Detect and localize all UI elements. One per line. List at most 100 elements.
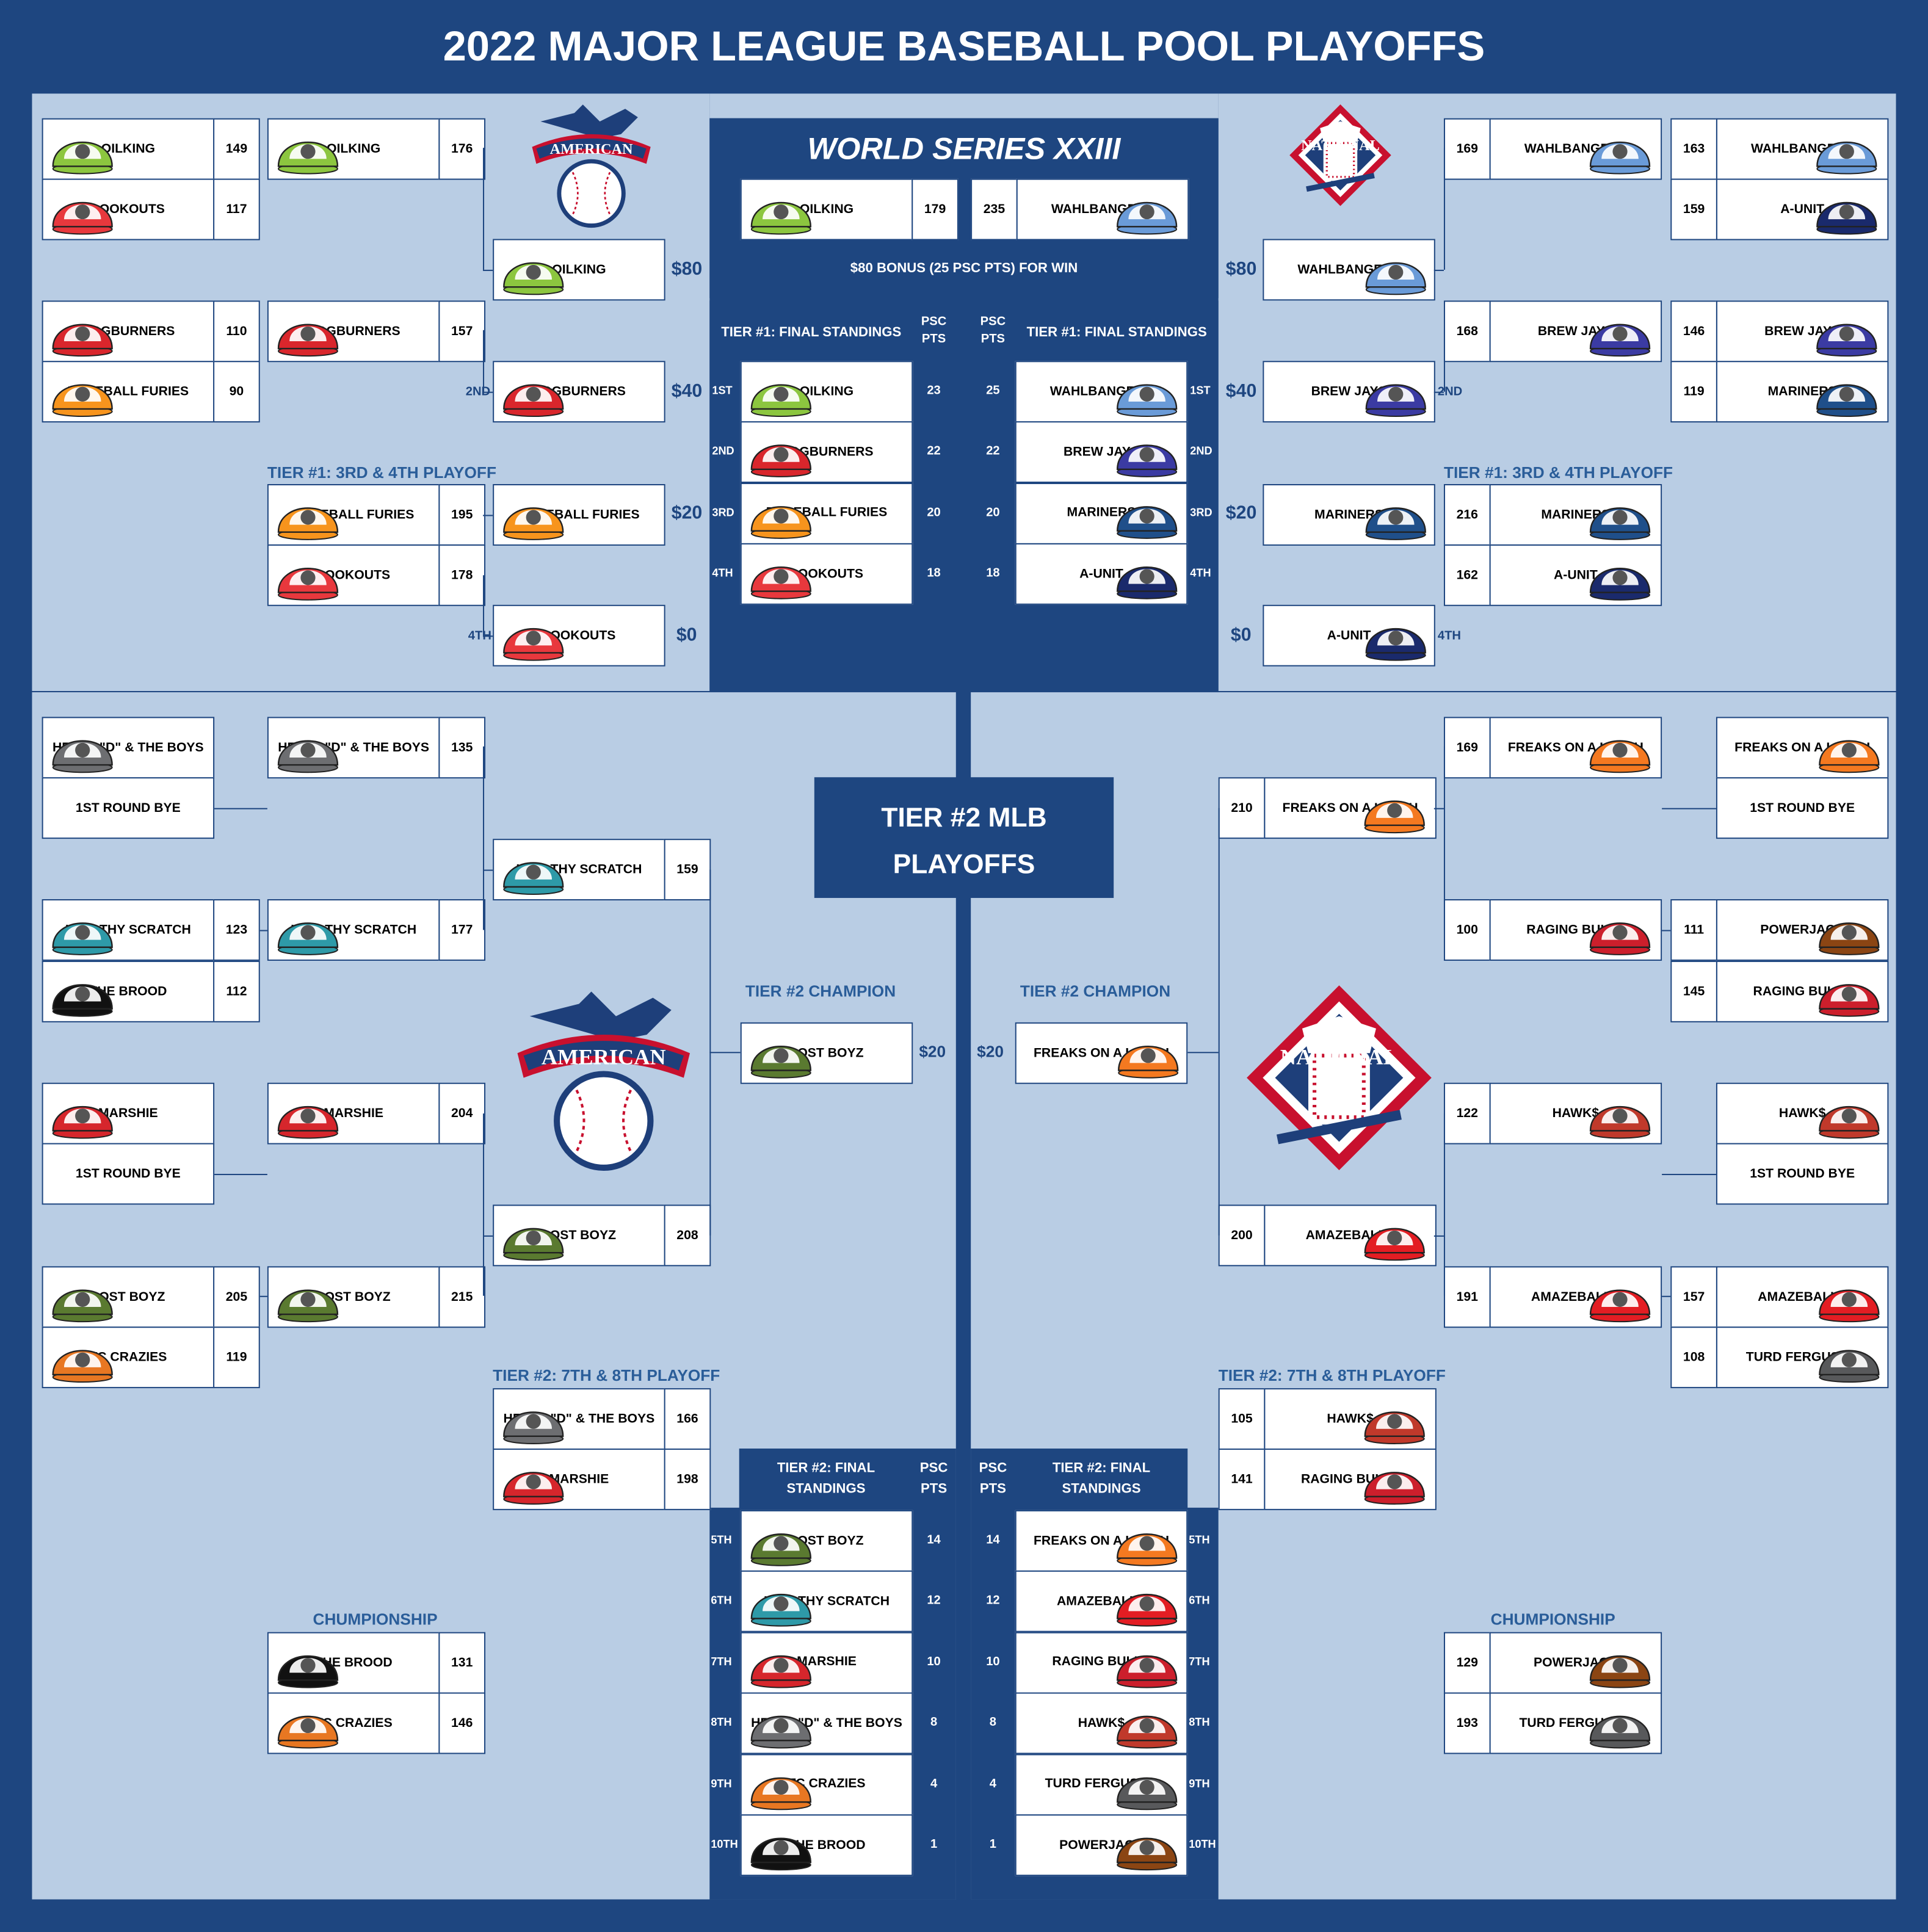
score-cell[interactable]: 177: [438, 899, 486, 961]
score-cell[interactable]: 204: [438, 1082, 486, 1145]
score-cell[interactable]: 145: [1670, 960, 1717, 1022]
score-cell[interactable]: 176: [438, 118, 486, 180]
heavy-d-the-boys-cap-icon: [495, 1392, 571, 1446]
wahlbangers-cap-icon: [1582, 122, 1658, 176]
score-cell[interactable]: 169: [1443, 118, 1491, 180]
score-cell[interactable]: 119: [1670, 361, 1717, 423]
rank-label: 5TH: [1189, 1533, 1210, 1546]
bye-cell[interactable]: 1ST ROUND BYE: [1716, 777, 1889, 839]
mariners-cap-icon: [1582, 488, 1658, 542]
score-cell[interactable]: 166: [664, 1388, 711, 1450]
score-cell[interactable]: 216: [1443, 484, 1491, 546]
psc-header-nl: PSC PTS: [980, 315, 1006, 347]
rank-label: 8TH: [711, 1716, 732, 1729]
score-cell[interactable]: 111: [1670, 899, 1717, 961]
score-cell[interactable]: 215: [438, 1266, 486, 1328]
psc-pts: 14: [927, 1533, 941, 1547]
score-cell[interactable]: 110: [213, 300, 260, 363]
score-cell[interactable]: 157: [438, 300, 486, 363]
score-cell[interactable]: 146: [438, 1692, 486, 1754]
psc-pts: 10: [986, 1655, 1000, 1669]
score-cell[interactable]: 169: [1443, 717, 1491, 779]
score-cell[interactable]: 119: [213, 1326, 260, 1389]
powerjack-cap-icon: [1811, 903, 1887, 957]
score-cell[interactable]: 159: [664, 839, 711, 901]
score-cell[interactable]: 129: [1443, 1632, 1491, 1694]
score-cell[interactable]: 179: [911, 178, 959, 241]
bye-cell[interactable]: 1ST ROUND BYE: [42, 1143, 215, 1205]
score-cell[interactable]: 198: [664, 1449, 711, 1510]
score-cell[interactable]: 122: [1443, 1082, 1491, 1145]
score-cell[interactable]: 200: [1218, 1204, 1266, 1267]
psc-pts: 22: [927, 445, 941, 459]
score-cell[interactable]: 195: [438, 484, 486, 546]
score-cell[interactable]: 159: [1670, 178, 1717, 241]
score-cell[interactable]: 100: [1443, 899, 1491, 961]
hogburners-cap-icon: [495, 364, 571, 419]
rank-label: 4TH: [468, 629, 491, 643]
rank-label: 4TH: [1437, 629, 1462, 643]
score-cell[interactable]: 131: [438, 1632, 486, 1694]
bracket-line: [483, 1235, 493, 1237]
score-cell[interactable]: 105: [1218, 1388, 1266, 1450]
score-cell[interactable]: 157: [1670, 1266, 1717, 1328]
psc-pts: 10: [927, 1655, 941, 1669]
prize-2nd-nl: $40: [1225, 380, 1257, 402]
powerjack-cap-icon: [1109, 1818, 1185, 1872]
score-cell[interactable]: 123: [213, 899, 260, 961]
score-cell[interactable]: 210: [1218, 777, 1266, 839]
prize-3rd-al: $20: [671, 502, 703, 524]
t2-final-header-al: TIER #2: FINAL STANDINGS: [777, 1461, 875, 1497]
score-cell[interactable]: 90: [213, 361, 260, 423]
bracket-line: [483, 1113, 485, 1296]
wahlbangers-cap-icon: [1808, 122, 1885, 176]
al-logo-bottom: AMERICAN: [505, 979, 702, 1176]
score-cell[interactable]: 141: [1218, 1449, 1266, 1510]
score-cell[interactable]: 146: [1670, 300, 1717, 363]
score-cell[interactable]: 112: [213, 960, 260, 1022]
psc-pts: 12: [986, 1594, 1000, 1608]
score-cell[interactable]: 163: [1670, 118, 1717, 180]
bye-cell[interactable]: 1ST ROUND BYE: [42, 777, 215, 839]
prize-3rd-nl: $20: [1225, 502, 1257, 524]
freaks-on-a-leash-cap-icon: [1582, 720, 1658, 775]
freaks-on-a-leash-cap-icon: [1109, 1514, 1185, 1568]
heavy-d-the-boys-cap-icon: [743, 1696, 819, 1751]
t1-final-header-nl: TIER #1: FINAL STANDINGS: [1026, 325, 1207, 340]
t2-prize-nl: $20: [977, 1042, 1004, 1061]
hawk-cap-icon: [1357, 1392, 1433, 1446]
score-cell[interactable]: 117: [213, 178, 260, 241]
score-cell[interactable]: 235: [971, 178, 1018, 241]
rank-label: 9TH: [711, 1776, 732, 1790]
bye-cell[interactable]: 1ST ROUND BYE: [1716, 1143, 1889, 1205]
team-cell-lookouts[interactable]: LOOKOUTS: [267, 544, 440, 606]
score-cell[interactable]: 208: [664, 1204, 711, 1267]
score-cell[interactable]: 162: [1443, 544, 1491, 606]
brew-jays-cap-icon: [1358, 364, 1434, 419]
bracket-line: [214, 1174, 267, 1176]
score-cell[interactable]: 191: [1443, 1266, 1491, 1328]
amazeballs-cap-icon: [1582, 1270, 1658, 1324]
hogburners-cap-icon: [743, 425, 819, 480]
rank-label: 2ND: [712, 445, 734, 458]
raging-bulls-cap-icon: [1811, 964, 1887, 1019]
score-cell[interactable]: 168: [1443, 300, 1491, 363]
psc-pts: 8: [930, 1716, 938, 1730]
score-cell[interactable]: 108: [1670, 1326, 1717, 1389]
score-cell[interactable]: 193: [1443, 1692, 1491, 1754]
bracket-line: [1662, 1174, 1716, 1176]
wahlbangers-cap-icon: [1109, 364, 1185, 419]
oilking-cap-icon: [45, 122, 121, 176]
score-cell[interactable]: 149: [213, 118, 260, 180]
chump-header-al: CHUMPIONSHIP: [313, 1610, 438, 1629]
al-logo-top: AMERICAN: [524, 96, 659, 231]
freaks-on-a-leash-cap-icon: [1357, 781, 1433, 835]
score-cell[interactable]: 178: [438, 544, 486, 606]
chump-header-nl: CHUMPIONSHIP: [1490, 1610, 1615, 1629]
score-cell[interactable]: 205: [213, 1266, 260, 1328]
bracket-line: [214, 808, 267, 809]
score-cell[interactable]: 135: [438, 717, 486, 779]
a-unit-cap-icon: [1582, 548, 1658, 602]
bracket-line: [1443, 746, 1445, 930]
